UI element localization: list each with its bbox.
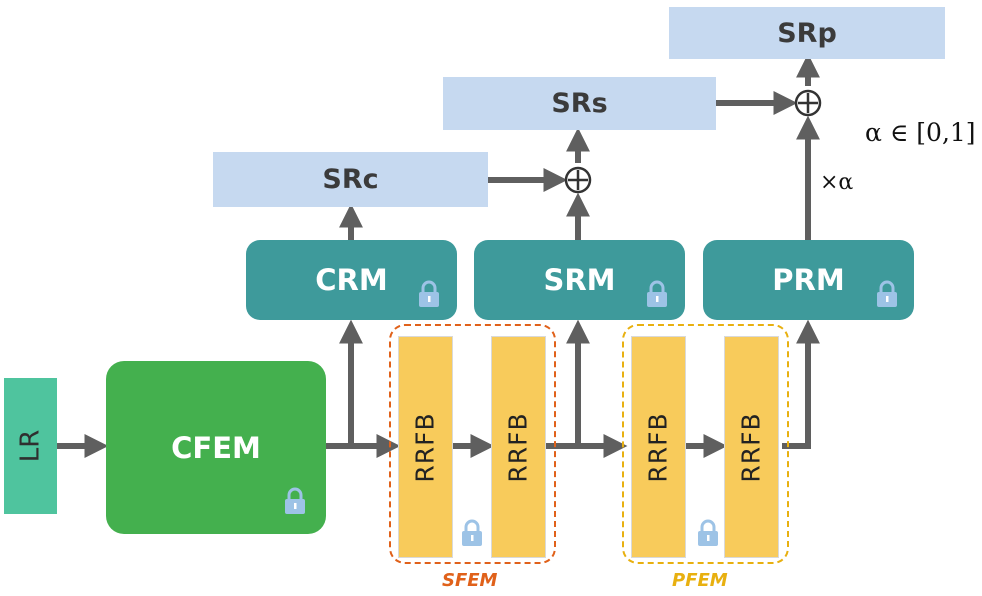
rrfb-block: RRFB	[491, 336, 546, 558]
lock-icon	[877, 280, 897, 307]
circled-plus-icon	[794, 89, 822, 117]
lock-icon	[285, 487, 305, 514]
srs-label: SRs	[551, 88, 608, 119]
rrfb-label: RRFB	[411, 411, 440, 483]
sfem-label: SFEM	[442, 570, 498, 591]
lock-icon	[647, 280, 667, 307]
rrfb-block: RRFB	[724, 336, 779, 558]
crm-module: CRM	[246, 240, 457, 320]
lr-input: LR	[4, 378, 57, 514]
pfem-group	[622, 324, 789, 564]
arrow-rrfb4-prm	[782, 319, 820, 449]
srm-label: SRM	[543, 263, 616, 297]
srp-output-box: SRp	[669, 7, 945, 59]
rrfb-block: RRFB	[631, 336, 686, 558]
lock-icon	[419, 280, 439, 307]
srp-label: SRp	[777, 17, 837, 49]
rrfb-label: RRFB	[644, 411, 673, 483]
crm-label: CRM	[315, 263, 388, 297]
sfem-group	[389, 324, 556, 564]
rrfb-label: RRFB	[504, 411, 533, 483]
lock-icon	[698, 519, 718, 546]
src-label: SRc	[322, 164, 379, 195]
times-alpha-annotation: ×α	[820, 170, 854, 195]
prm-label: PRM	[772, 263, 845, 297]
rrfb-label: RRFB	[737, 411, 766, 483]
cfem-label: CFEM	[171, 430, 261, 465]
circled-plus-icon	[564, 166, 592, 194]
lock-icon	[462, 519, 482, 546]
lr-label: LR	[15, 429, 46, 463]
pfem-label: PFEM	[672, 570, 728, 591]
src-output-box: SRc	[213, 152, 488, 207]
alpha-range-annotation: α ∈ [0,1]	[865, 118, 976, 147]
srs-output-box: SRs	[443, 77, 716, 130]
rrfb-block: RRFB	[398, 336, 453, 558]
